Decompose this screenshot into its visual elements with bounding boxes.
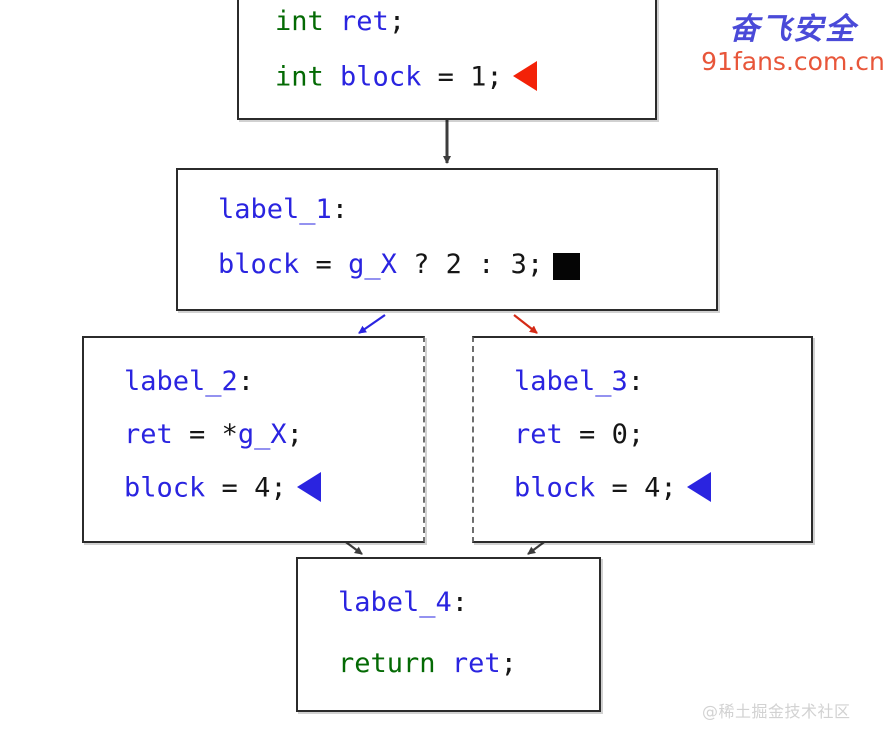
- code-token: 4: [644, 472, 661, 504]
- code-token: :: [237, 366, 255, 397]
- basic-block-label-4[interactable]: label_4: return ret;: [296, 557, 601, 712]
- code-token: label_2: [124, 366, 238, 397]
- code-line: ret = *g_X;: [124, 421, 423, 448]
- code-token: ;: [500, 648, 517, 679]
- code-token: label_3: [514, 366, 628, 397]
- watermark-top: 奋飞安全 91fans.com.cn: [700, 14, 886, 75]
- code-token: g_X: [237, 419, 287, 450]
- code-token: ?: [396, 249, 446, 280]
- code-token: ret: [514, 419, 563, 450]
- block-label4-code: label_4: return ret;: [298, 559, 599, 677]
- basic-block-label-2[interactable]: label_2: ret = *g_X; block = 4;: [82, 336, 425, 543]
- code-token: ret: [340, 6, 389, 37]
- code-token: =: [172, 419, 222, 450]
- code-token: block: [514, 472, 596, 504]
- code-token: g_X: [348, 249, 397, 280]
- basic-block-label-1[interactable]: label_1: block = g_X ? 2 : 3;: [176, 168, 718, 311]
- code-token: [324, 62, 340, 93]
- edge-label1-to-label3: [513, 314, 538, 334]
- watermark-bottom: @稀土掘金技术社区: [702, 702, 851, 721]
- code-token: =: [562, 419, 612, 450]
- code-token: 0: [611, 419, 628, 450]
- basic-block-entry[interactable]: int ret; int block = 1;: [237, 0, 657, 120]
- code-token: :: [627, 366, 645, 397]
- block-label3-code: label_3: ret = 0; block = 4;: [474, 338, 811, 504]
- basic-block-label-3[interactable]: label_3: ret = 0; block = 4;: [472, 336, 813, 543]
- code-token: [324, 6, 340, 37]
- code-token: :: [451, 587, 469, 618]
- marker-triangle-blue: [296, 472, 321, 502]
- code-token: ret: [451, 648, 501, 679]
- code-line: int block = 1;: [275, 61, 655, 93]
- code-token: =: [205, 472, 255, 504]
- code-token: label_4: [338, 587, 452, 618]
- code-token: ;: [286, 419, 303, 450]
- code-token: ;: [660, 472, 677, 504]
- code-token: block: [218, 249, 300, 280]
- code-token: label_1: [218, 194, 332, 225]
- code-token: =: [299, 249, 349, 280]
- code-token: =: [421, 61, 471, 93]
- code-token: int: [275, 6, 324, 37]
- watermark-brand-url: 91fans.com.cn: [701, 46, 885, 76]
- code-token: =: [595, 472, 645, 504]
- code-token: 2: [445, 249, 462, 280]
- code-token: block: [340, 61, 422, 93]
- edge-label1-to-label2: [358, 314, 386, 334]
- code-token: int: [275, 61, 324, 93]
- marker-square-black: [553, 253, 581, 280]
- code-token: return: [338, 648, 436, 679]
- code-token: ;: [526, 249, 544, 280]
- code-token: :: [331, 194, 349, 225]
- code-token: 1: [470, 61, 487, 93]
- code-token: 3: [510, 249, 527, 280]
- code-token: ;: [388, 6, 406, 37]
- code-token: ;: [486, 61, 503, 93]
- code-token: ;: [627, 419, 645, 450]
- code-token: :: [461, 249, 511, 280]
- code-line: block = 4;: [124, 472, 423, 504]
- code-token: block: [124, 472, 206, 504]
- code-line: block = 4;: [514, 472, 811, 504]
- block-entry-code: int ret; int block = 1;: [239, 0, 655, 93]
- code-line: label_3:: [514, 368, 811, 395]
- code-line: ret = 0;: [514, 421, 811, 448]
- code-token: ;: [270, 472, 287, 504]
- code-token: ret: [124, 419, 173, 450]
- code-line: label_4:: [338, 589, 599, 616]
- block-label2-code: label_2: ret = *g_X; block = 4;: [84, 338, 423, 504]
- code-line: label_1:: [218, 196, 716, 223]
- code-token: [436, 648, 452, 679]
- block-label1-code: label_1: block = g_X ? 2 : 3;: [178, 170, 716, 280]
- code-token: 4: [254, 472, 271, 504]
- code-line: block = g_X ? 2 : 3;: [218, 249, 716, 280]
- watermark-brand-cn: 奋飞安全: [729, 12, 857, 47]
- code-token: *: [221, 419, 238, 450]
- code-line: label_2:: [124, 368, 423, 395]
- code-line: int ret;: [275, 8, 655, 35]
- marker-triangle-red: [512, 61, 537, 91]
- marker-triangle-blue: [686, 472, 711, 502]
- code-line: return ret;: [338, 650, 599, 677]
